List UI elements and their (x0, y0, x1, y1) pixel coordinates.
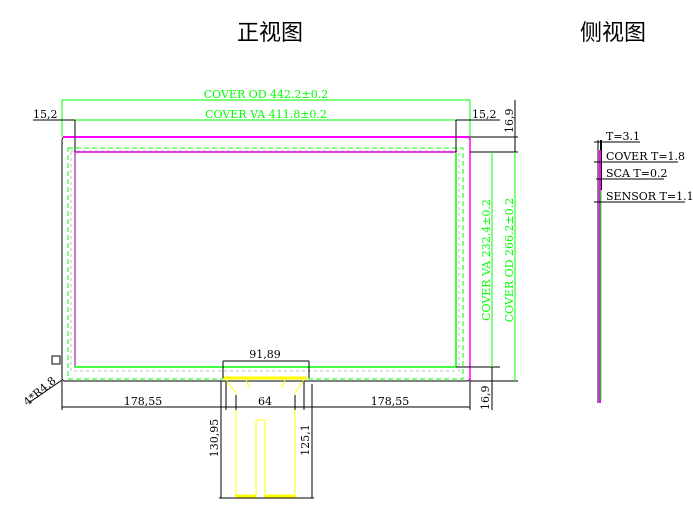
left-margin-label: 15,2 (33, 108, 58, 121)
total-thickness-label: T=3.1 (606, 130, 640, 143)
fpc-length-label: 125,1 (299, 424, 312, 456)
cover-outline (61, 136, 471, 382)
cover-va-vertical-label: COVER VA 232.4±0.2 (480, 199, 493, 321)
cover-od-label: COVER OD 442.2±0.2 (204, 88, 329, 101)
front-view: COVER OD 442.2±0.2 COVER VA 411.8±0.2 15… (21, 88, 518, 499)
sca-thickness-label: SCA T=0.2 (606, 167, 667, 180)
fpc-total-length-label: 130,95 (208, 419, 221, 458)
front-view-title: 正视图 (237, 21, 303, 46)
top-margin-label: 16,9 (503, 109, 516, 134)
cover-va-label: COVER VA 411.8±0.2 (205, 108, 327, 121)
side-view: T=3.1 COVER T=1.8 SCA T=0.2 SENSOR T=1.1 (594, 130, 693, 403)
fpc-top-width-label: 91,89 (249, 348, 281, 361)
cover-thickness-label: COVER T=1.8 (606, 150, 685, 163)
dashed-boundary-inner (70, 150, 460, 372)
visible-area (74, 151, 457, 368)
side-view-title: 侧视图 (580, 21, 646, 46)
right-offset-label: 178,55 (371, 395, 410, 408)
fpc-tail (223, 376, 307, 498)
left-offset-label: 178,55 (124, 395, 163, 408)
cover-od-vertical-label: COVER OD 266.2±0.2 (503, 198, 516, 323)
fpc-width-label: 64 (258, 395, 272, 408)
tab-mark (51, 355, 61, 365)
corner-radius-label: 4*R4.8 (21, 374, 59, 409)
bottom-margin-label: 16,9 (479, 386, 492, 411)
dashed-boundary-outer (67, 147, 464, 380)
right-margin-label: 15,2 (472, 108, 497, 121)
sensor-thickness-label: SENSOR T=1.1 (606, 190, 693, 203)
